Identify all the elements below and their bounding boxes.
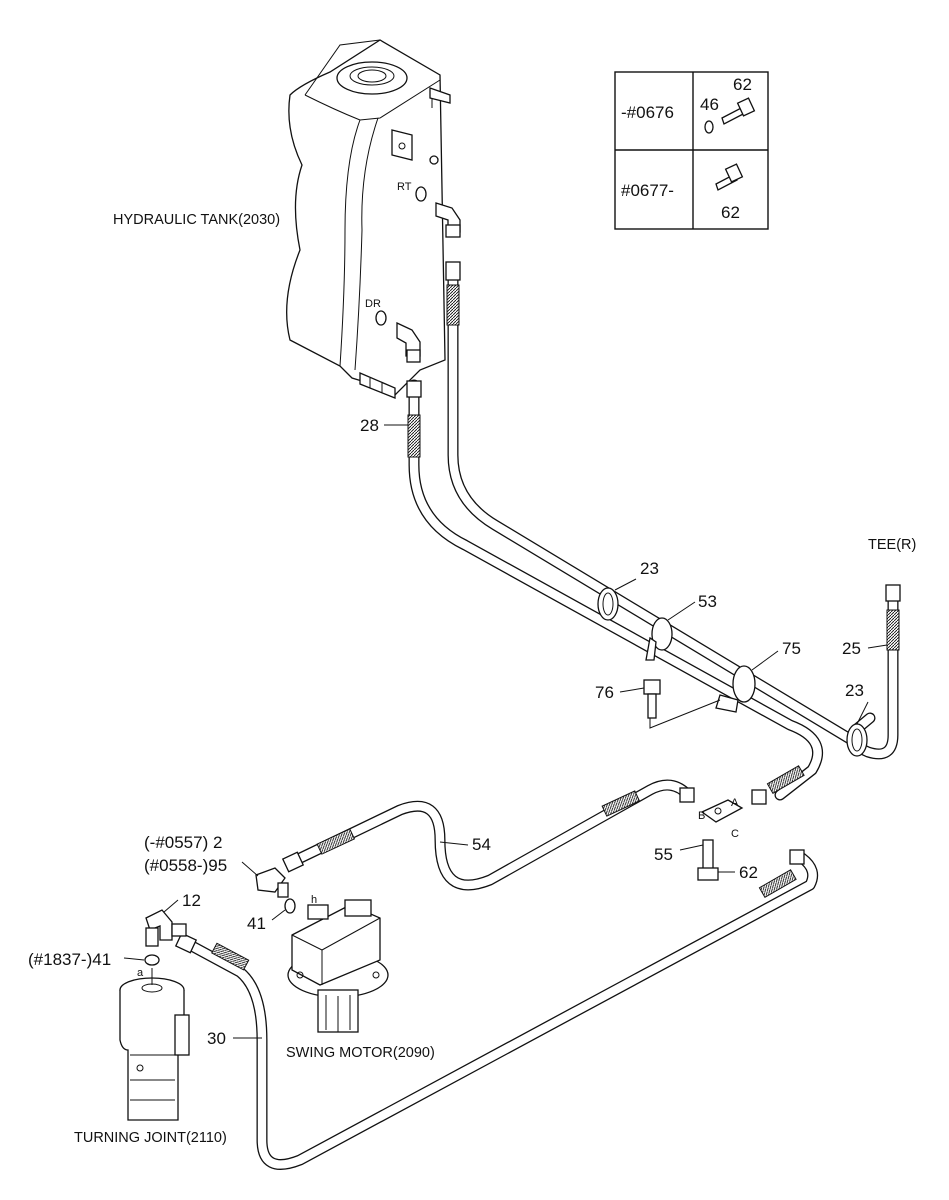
label-port-dr: DR	[365, 298, 381, 310]
hydraulic-tank-drawing	[286, 39, 451, 399]
fitting-25-nut	[885, 584, 901, 602]
clamp-23-upper	[597, 587, 619, 621]
callout-41-serial: (#1837-)41	[28, 950, 111, 969]
rt-elbow-fitting	[435, 202, 461, 238]
crimp-54-left	[281, 828, 356, 873]
crimp-30	[174, 849, 805, 971]
dr-elbow-fitting	[396, 321, 421, 363]
elbow-fitting-95	[255, 867, 289, 898]
hose-rt-return	[447, 264, 866, 751]
hose-30	[184, 852, 819, 1170]
label-swing-motor: SWING MOTOR(2090)	[286, 1045, 435, 1061]
callout-95: (#0558-)95	[144, 856, 227, 875]
table-serial-1: -#0676	[621, 103, 674, 122]
table-part-62-row2: 62	[721, 203, 740, 222]
crimp-rt	[446, 284, 460, 326]
callout-54: 54	[472, 835, 491, 854]
leader-lines	[123, 424, 888, 1039]
clamp-53	[651, 617, 673, 651]
o-ring-41-serial	[144, 954, 160, 966]
label-port-a: A	[731, 797, 739, 809]
callout-2: (-#0557) 2	[144, 833, 222, 852]
callout-62: 62	[739, 863, 758, 882]
label-port-a-joint: a	[137, 967, 144, 979]
table-bolt-washer	[704, 97, 756, 134]
callout-23-right: 23	[845, 681, 864, 700]
label-tee: TEE(R)	[868, 537, 916, 553]
turning-joint-drawing	[119, 977, 190, 1121]
callout-76: 76	[595, 683, 614, 702]
callout-55: 55	[654, 845, 673, 864]
callout-25: 25	[842, 639, 861, 658]
callout-41: 41	[247, 914, 266, 933]
variant-table	[614, 71, 769, 230]
table-part-62-row1: 62	[733, 75, 752, 94]
callout-53: 53	[698, 592, 717, 611]
callout-23-upper: 23	[640, 559, 659, 578]
label-hydraulic-tank: HYDRAULIC TANK(2030)	[113, 212, 280, 228]
crimp-54-right	[601, 787, 695, 817]
label-port-c: C	[731, 828, 739, 840]
fitting-rt-nut	[445, 261, 461, 281]
clamp-75	[732, 665, 756, 703]
label-port-b: B	[698, 810, 705, 822]
elbow-fitting-12	[145, 909, 187, 947]
label-port-rt: RT	[397, 181, 412, 193]
table-serial-2: #0677-	[621, 181, 674, 200]
callout-28: 28	[360, 416, 379, 435]
table-part-46: 46	[700, 95, 719, 114]
table-bolt	[715, 163, 744, 191]
fitting-28-nut	[406, 380, 422, 398]
label-turning-joint: TURNING JOINT(2110)	[74, 1130, 227, 1146]
crimp-28	[407, 414, 421, 458]
label-port-h: h	[311, 894, 317, 906]
bolt-76	[643, 679, 721, 729]
crimp-25	[886, 609, 900, 651]
callout-30: 30	[207, 1029, 226, 1048]
dr-o-ring	[375, 310, 387, 326]
crimp-28-lower	[751, 765, 805, 805]
o-ring-41	[284, 898, 296, 914]
rt-o-ring	[415, 186, 427, 202]
callout-75: 75	[782, 639, 801, 658]
callout-12: 12	[182, 891, 201, 910]
swing-motor-drawing	[287, 899, 389, 1033]
block-55	[697, 799, 744, 881]
